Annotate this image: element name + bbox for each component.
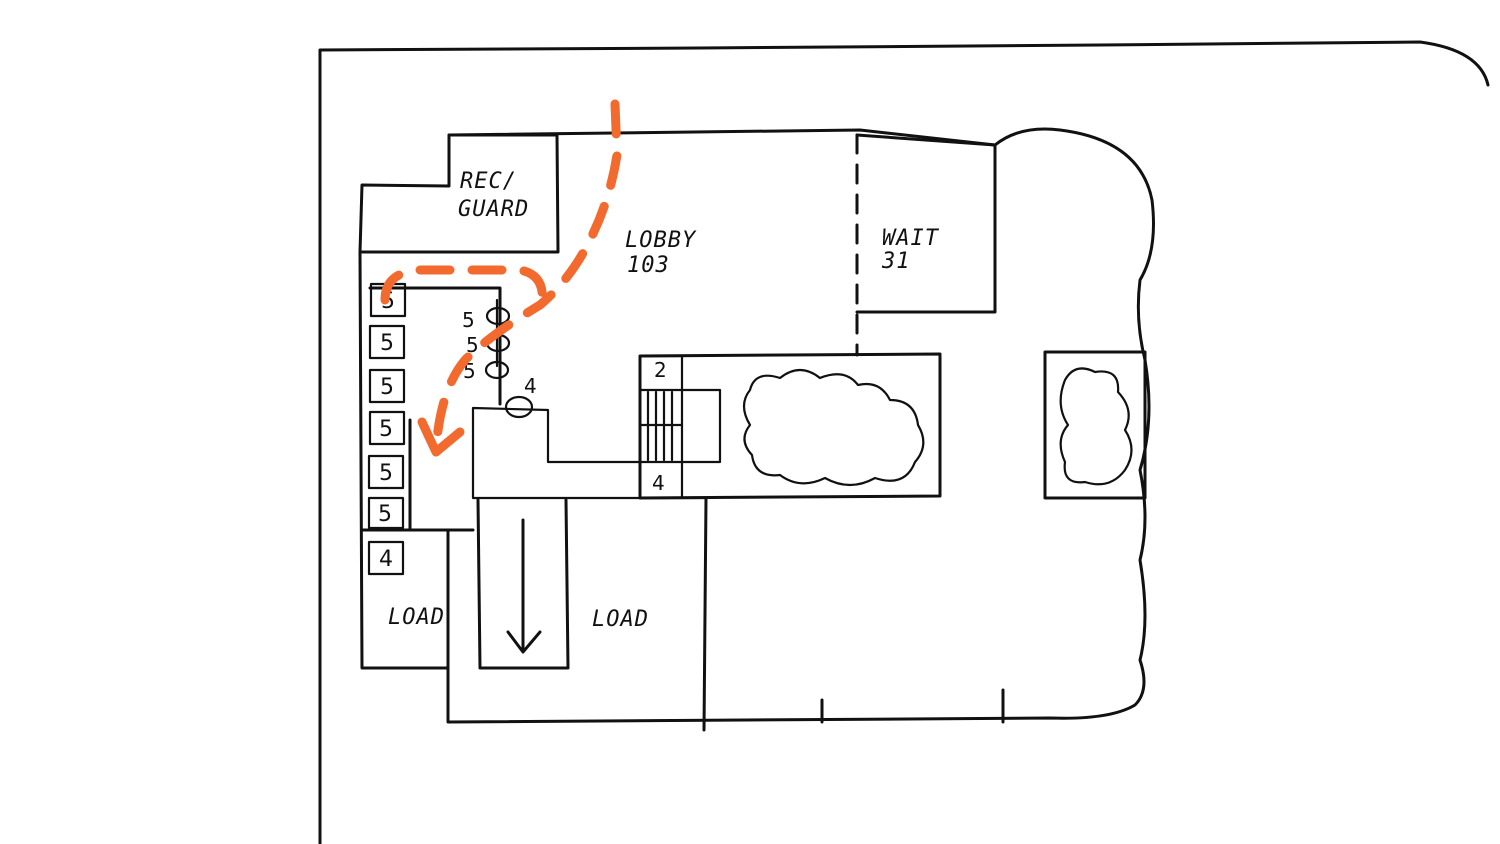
reception-room: [360, 133, 560, 254]
stair-label-top: 2: [654, 358, 667, 382]
bollard: [485, 306, 511, 326]
bollards: 5 5 5 4: [462, 298, 537, 419]
bollard-label: 5: [466, 333, 479, 357]
bollard: [484, 360, 510, 380]
dock-bay: [367, 454, 405, 490]
dock-bay-label: 5: [379, 461, 393, 486]
dock-bay: [368, 324, 406, 360]
bollard: [504, 395, 534, 419]
courtyard: [638, 352, 942, 500]
bollard-label: 5: [462, 308, 475, 332]
reception-label-line1: REC/: [460, 169, 517, 194]
wait-label-line2: 31: [881, 249, 911, 274]
dock-bay-label: 5: [380, 375, 394, 400]
light-well: [1043, 350, 1147, 500]
dock-wall: [360, 286, 502, 670]
bollard-label: 4: [524, 374, 537, 398]
load-label-right: LOAD: [592, 607, 649, 632]
stair-treads: [638, 390, 684, 462]
lobby-label-line1: LOBBY: [625, 228, 697, 253]
wait-label-line1: WAIT: [882, 226, 940, 251]
stair-block: [471, 354, 722, 500]
dock-bay-label: 5: [380, 331, 394, 356]
site-boundary: [318, 40, 1490, 844]
building-outline: [358, 127, 1155, 724]
lower-partitions: [702, 496, 1005, 732]
dock-bay: [368, 410, 406, 446]
load-label-left: LOAD: [388, 605, 445, 630]
down-arrow-icon: [506, 518, 542, 654]
ramp: [476, 498, 570, 670]
dock-bay-label: 5: [379, 417, 393, 442]
dock-bay: [367, 496, 405, 530]
reception-label-line2: GUARD: [458, 197, 529, 222]
wait-room: [855, 133, 997, 314]
lobby-label-line2: 103: [627, 253, 670, 278]
dock-bay-label: 5: [378, 502, 392, 527]
dock-bay-label: 4: [379, 547, 393, 572]
cloud-shrub-icon: [742, 368, 925, 487]
dock-bay: [367, 540, 405, 576]
dashed-route-arrow: [380, 99, 622, 457]
cloud-shrub-icon: [1059, 367, 1133, 486]
dock-bay: [368, 368, 406, 404]
stair-label-bottom: 4: [652, 471, 665, 495]
